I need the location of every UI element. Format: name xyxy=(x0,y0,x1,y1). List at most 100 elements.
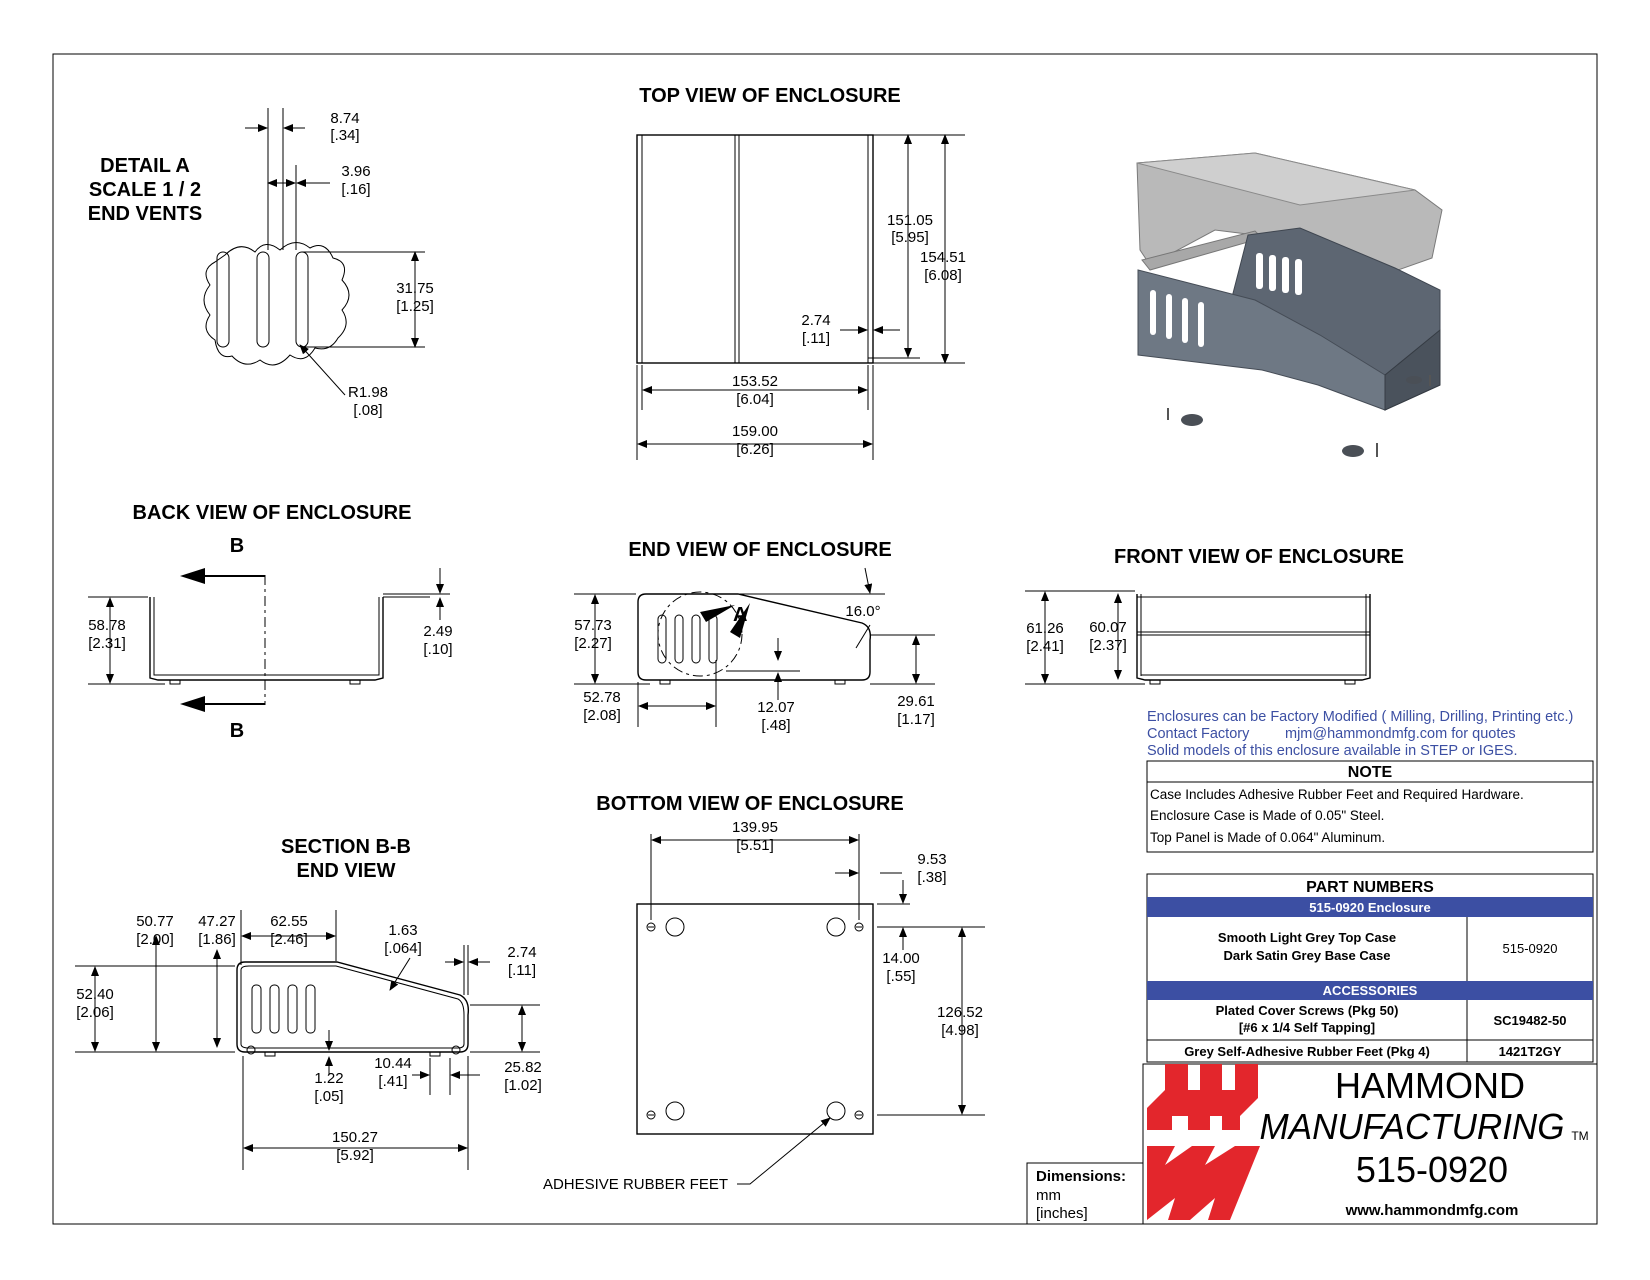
brand-line2: MANUFACTURING xyxy=(1260,1106,1565,1147)
dim-29-61: 29.61 xyxy=(897,693,935,710)
dim-62-55-in: [2.46] xyxy=(270,931,308,948)
dim-14-00-in: [.55] xyxy=(886,968,915,985)
hammond-logo xyxy=(1147,1064,1260,1220)
note-line: Enclosure Case is Made of 0.05" Steel. xyxy=(1150,808,1384,823)
dim-2-74-top-in: [.11] xyxy=(802,330,830,347)
dim-52-78-in: [2.08] xyxy=(583,707,621,724)
dim-25-82-in: [1.02] xyxy=(504,1077,542,1094)
brand-tm: TM xyxy=(1571,1129,1588,1143)
info-modified: Enclosures can be Factory Modified ( Mil… xyxy=(1147,709,1573,725)
units-label: Dimensions: xyxy=(1036,1168,1126,1185)
dim-9-53: 9.53 xyxy=(917,851,946,868)
enclosure-desc-line1: Smooth Light Grey Top Case xyxy=(1218,930,1396,945)
bottom-view-drawing xyxy=(636,834,985,1185)
section-mark-b-bottom: B xyxy=(230,720,244,742)
vent-slot xyxy=(295,251,309,348)
dim-12-07-in: [.48] xyxy=(761,717,790,734)
dim-52-40-in: [2.06] xyxy=(76,1004,114,1021)
dim-47-27-in: [1.86] xyxy=(198,931,236,948)
dim-9-53-in: [.38] xyxy=(917,869,946,886)
accessory-part-no: SC19482-50 xyxy=(1494,1013,1567,1028)
units-mm: mm xyxy=(1036,1187,1061,1204)
dim-58-78: 58.78 xyxy=(88,617,126,634)
dim-2-74-section: 2.74 xyxy=(507,944,536,961)
info-contact-email[interactable]: mjm@hammondmfg.com for quotes xyxy=(1285,726,1516,742)
dim-29-61-in: [1.17] xyxy=(897,711,935,728)
dim-151-05: 151.05 xyxy=(887,212,933,229)
dim-126-52-in: [4.98] xyxy=(941,1022,979,1039)
top-view-title: TOP VIEW OF ENCLOSURE xyxy=(639,85,901,107)
dim-154-51: 154.51 xyxy=(920,249,966,266)
back-view-drawing xyxy=(88,568,450,712)
dim-139-95: 139.95 xyxy=(732,819,778,836)
section-mark-b-top: B xyxy=(230,535,244,557)
detail-a-labels: DETAIL A SCALE 1 / 2 END VENTS xyxy=(88,155,202,225)
dim-57-73: 57.73 xyxy=(574,617,612,634)
dim-2-49-in: [.10] xyxy=(423,641,452,658)
dim-1-63: 1.63 xyxy=(388,922,417,939)
angle-16: 16.0° xyxy=(845,603,880,620)
top-view-drawing xyxy=(636,134,965,460)
accessories-band-label: ACCESSORIES xyxy=(1323,983,1418,998)
dim-52-40: 52.40 xyxy=(76,986,114,1003)
vent-slot xyxy=(216,251,230,348)
dim-159-00-in: [6.26] xyxy=(736,441,774,458)
section-subtitle: END VIEW xyxy=(297,860,396,882)
detail-a-scale: SCALE 1 / 2 xyxy=(89,179,201,201)
section-view-drawing xyxy=(75,910,540,1170)
bottom-view-title: BOTTOM VIEW OF ENCLOSURE xyxy=(596,793,903,815)
end-view-drawing: A xyxy=(574,567,935,727)
dim-1-22-in: [.05] xyxy=(314,1088,343,1105)
accessory-desc: Grey Self-Adhesive Rubber Feet (Pkg 4) xyxy=(1184,1044,1430,1059)
dim-60-07: 60.07 xyxy=(1089,619,1127,636)
enclosure-part-no: 515-0920 xyxy=(1503,941,1558,956)
part-numbers-table: PART NUMBERS 515-0920 Enclosure Smooth L… xyxy=(1146,873,1594,1063)
dim-50-77-in: [2.00] xyxy=(136,931,174,948)
front-view-title: FRONT VIEW OF ENCLOSURE xyxy=(1114,546,1404,568)
enclosure-desc-line2: Dark Satin Grey Base Case xyxy=(1224,948,1391,963)
dim-1-22: 1.22 xyxy=(314,1070,343,1087)
dim-8-74-in: [.34] xyxy=(330,127,359,144)
dim-1-63-in: [.064] xyxy=(384,940,422,957)
accessory-part-no: 1421T2GY xyxy=(1499,1044,1562,1059)
dim-14-00: 14.00 xyxy=(882,950,920,967)
info-contact-label: Contact Factory xyxy=(1147,726,1250,742)
dim-139-95-in: [5.51] xyxy=(736,837,774,854)
adhesive-feet-callout: ADHESIVE RUBBER FEET xyxy=(543,1176,728,1193)
title-block: HAMMOND MANUFACTURING TM 515-0920 www.ha… xyxy=(1026,1063,1598,1225)
dim-153-52-in: [6.04] xyxy=(736,391,774,408)
back-view-title: BACK VIEW OF ENCLOSURE xyxy=(133,502,412,524)
dim-3-96: 3.96 xyxy=(341,163,370,180)
dim-61-26: 61.26 xyxy=(1026,620,1064,637)
end-view-title: END VIEW OF ENCLOSURE xyxy=(628,539,891,561)
dim-150-27-in: [5.92] xyxy=(336,1147,374,1164)
dim-47-27: 47.27 xyxy=(198,913,236,930)
accessories-band xyxy=(1147,981,1593,1000)
dim-150-27: 150.27 xyxy=(332,1129,378,1146)
detail-a-drawing xyxy=(203,108,425,396)
accessory-desc: [#6 x 1/4 Self Tapping] xyxy=(1239,1020,1375,1035)
brand-line1: HAMMOND xyxy=(1335,1065,1525,1106)
note-box: NOTE Case Includes Adhesive Rubber Feet … xyxy=(1146,760,1594,853)
brand-part-number: 515-0920 xyxy=(1356,1149,1508,1190)
dim-57-73-in: [2.27] xyxy=(574,635,612,652)
accessory-desc: Plated Cover Screws (Pkg 50) xyxy=(1216,1003,1399,1018)
dim-159-00: 159.00 xyxy=(732,423,778,440)
parts-header: PART NUMBERS xyxy=(1306,879,1434,896)
dim-50-77: 50.77 xyxy=(136,913,174,930)
dim-3-96-in: [.16] xyxy=(341,181,370,198)
dim-r1-98: R1.98 xyxy=(348,384,388,401)
dim-12-07: 12.07 xyxy=(757,699,795,716)
dim-2-74-section-in: [.11] xyxy=(508,962,536,979)
units-inches: [inches] xyxy=(1036,1205,1088,1222)
section-title: SECTION B-B xyxy=(281,836,411,858)
note-header: NOTE xyxy=(1348,764,1393,781)
dim-25-82: 25.82 xyxy=(504,1059,542,1076)
sheet-border xyxy=(52,53,1598,1225)
dim-10-44: 10.44 xyxy=(374,1055,412,1072)
dim-154-51-in: [6.08] xyxy=(924,267,962,284)
dim-126-52: 126.52 xyxy=(937,1004,983,1021)
dim-52-78: 52.78 xyxy=(583,689,621,706)
